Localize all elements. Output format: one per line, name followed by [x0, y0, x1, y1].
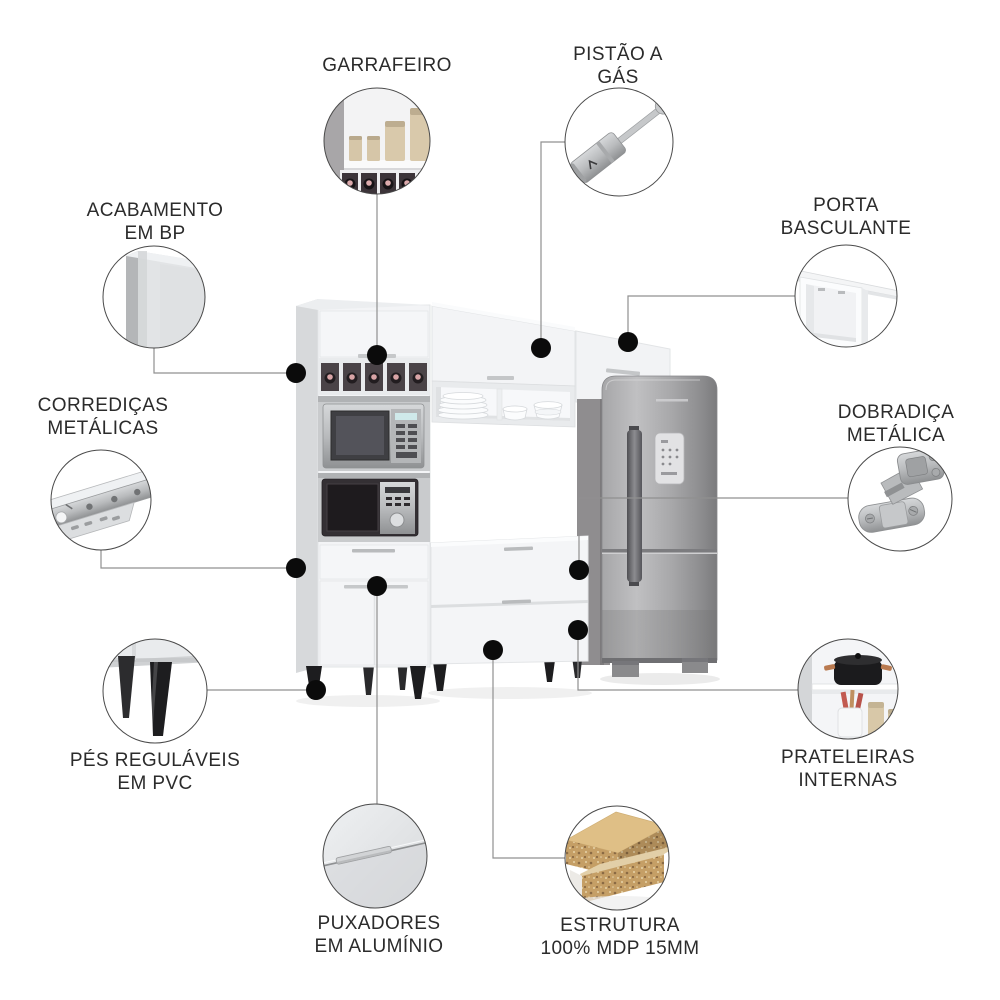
dot-acabamento [286, 363, 306, 383]
label-acabamento: ACABAMENTO EM BP [25, 199, 285, 245]
label-line: METÁLICA [846, 425, 946, 446]
wine-bottles [324, 372, 424, 384]
dot-porta-basculante [618, 332, 638, 352]
label-line: BASCULANTE [780, 218, 912, 239]
bridge-cabinet [431, 302, 576, 428]
wine-rack [318, 358, 430, 395]
circle-dobradica-hinge-icon [847, 446, 953, 552]
pvc-foot [118, 656, 135, 718]
dot-pes [306, 680, 326, 700]
connector-lines [100, 141, 848, 859]
connector-acabamento [153, 348, 296, 374]
tall-cabinet [296, 299, 431, 699]
circle-porta-basculante-flip-door-icon [794, 244, 898, 348]
door-handle [381, 585, 408, 589]
refrigerator [601, 375, 718, 677]
cabinet-leg [433, 662, 447, 691]
oven-microwave [321, 478, 419, 537]
dot-dobradica [569, 560, 589, 580]
kitchen-cabinet-product [296, 299, 720, 707]
bowls-stack [502, 401, 563, 421]
utensil-cup [837, 689, 864, 738]
cabinet-leg [410, 666, 426, 699]
circle-estrutura-mdp-board-icon [564, 805, 670, 911]
label-line: PRATELEIRAS [781, 747, 915, 768]
label-estrutura: ESTRUTURA 100% MDP 15MM [490, 914, 750, 960]
circle-acabamento-panel-corner-icon [102, 245, 206, 349]
circle-puxadores-aluminum-handle-icon [322, 803, 428, 909]
connector-dobradica [578, 497, 848, 570]
shelf-divider [496, 388, 503, 421]
circle-pes-adjustable-feet-icon [102, 638, 208, 744]
connector-prateleiras [577, 630, 798, 691]
plates-stack [437, 392, 489, 420]
dot-puxadores [367, 576, 387, 596]
door-handle [487, 376, 514, 380]
circle-corredicas-drawer-slide-icon [50, 449, 152, 551]
label-line: ESTRUTURA [560, 915, 680, 936]
dot-estrutura [483, 640, 503, 660]
label-garrafeiro: GARRAFEIRO [257, 54, 517, 77]
black-pot [824, 653, 892, 685]
bottle-cubbies [342, 173, 430, 194]
connector-pistao [540, 141, 566, 348]
label-dobradica: DOBRADIÇA METÁLICA [766, 401, 1000, 447]
fridge-brand [656, 399, 688, 402]
connector-estrutura [492, 650, 565, 859]
counter-drawer-unit [430, 535, 589, 691]
door-handle [344, 585, 371, 589]
label-line: GARRAFEIRO [322, 55, 452, 76]
shadow [296, 695, 440, 707]
label-line: PUXADORES [317, 913, 441, 934]
label-prateleiras: PRATELEIRAS INTERNAS [718, 746, 978, 792]
label-line: GÁS [597, 67, 639, 88]
label-line: PORTA [813, 195, 879, 216]
circle-garrafeiro-bottle-rack-icon [323, 87, 431, 195]
label-line: EM BP [124, 223, 186, 244]
drawer-handle [501, 599, 532, 604]
fridge-handle [627, 430, 642, 582]
label-line: 100% MDP 15MM [540, 938, 700, 959]
connector-corredicas [100, 550, 296, 569]
callout-dots [286, 332, 638, 700]
circle-pistao-gas-piston-icon [564, 87, 674, 197]
mdp-board-bottom [570, 844, 669, 903]
label-line: METÁLICAS [47, 418, 159, 439]
shadow [428, 687, 592, 699]
circle-prateleiras-shelves-icon [797, 638, 899, 740]
dot-prateleiras [568, 620, 588, 640]
dot-garrafeiro [367, 345, 387, 365]
pvc-foot [150, 662, 172, 736]
drawer-handle [352, 549, 395, 553]
label-line: INTERNAS [798, 770, 898, 791]
label-line: CORREDIÇAS [37, 395, 169, 416]
label-line: DOBRADIÇA [837, 402, 955, 423]
cabinet-side [296, 299, 318, 673]
label-porta-basculante: PORTA BASCULANTE [716, 194, 976, 240]
fridge-control-panel [654, 432, 685, 485]
label-pes-regulaveis: PÉS REGULÁVEIS EM PVC [25, 749, 285, 795]
drawer-handle [503, 546, 534, 551]
microwave-display [395, 413, 417, 420]
microwave [322, 403, 425, 469]
label-line: PÉS REGULÁVEIS [69, 750, 241, 771]
connector-porta-basculante [627, 295, 795, 342]
dot-pistao [531, 338, 551, 358]
dot-corredicas [286, 558, 306, 578]
label-corredicas: CORREDIÇAS METÁLICAS [0, 394, 233, 440]
label-line: ACABAMENTO [86, 200, 224, 221]
label-line: EM ALUMÍNIO [314, 936, 444, 957]
label-line: EM PVC [117, 773, 193, 794]
label-pistao-a-gas: PISTÃO A GÁS [488, 43, 748, 89]
fridge-door-split [602, 549, 717, 553]
door-handle [605, 368, 641, 376]
label-line: PISTÃO A [573, 44, 663, 65]
oven-dial [389, 512, 405, 528]
label-puxadores: PUXADORES EM ALUMÍNIO [249, 912, 509, 958]
drawer-split [431, 600, 588, 608]
